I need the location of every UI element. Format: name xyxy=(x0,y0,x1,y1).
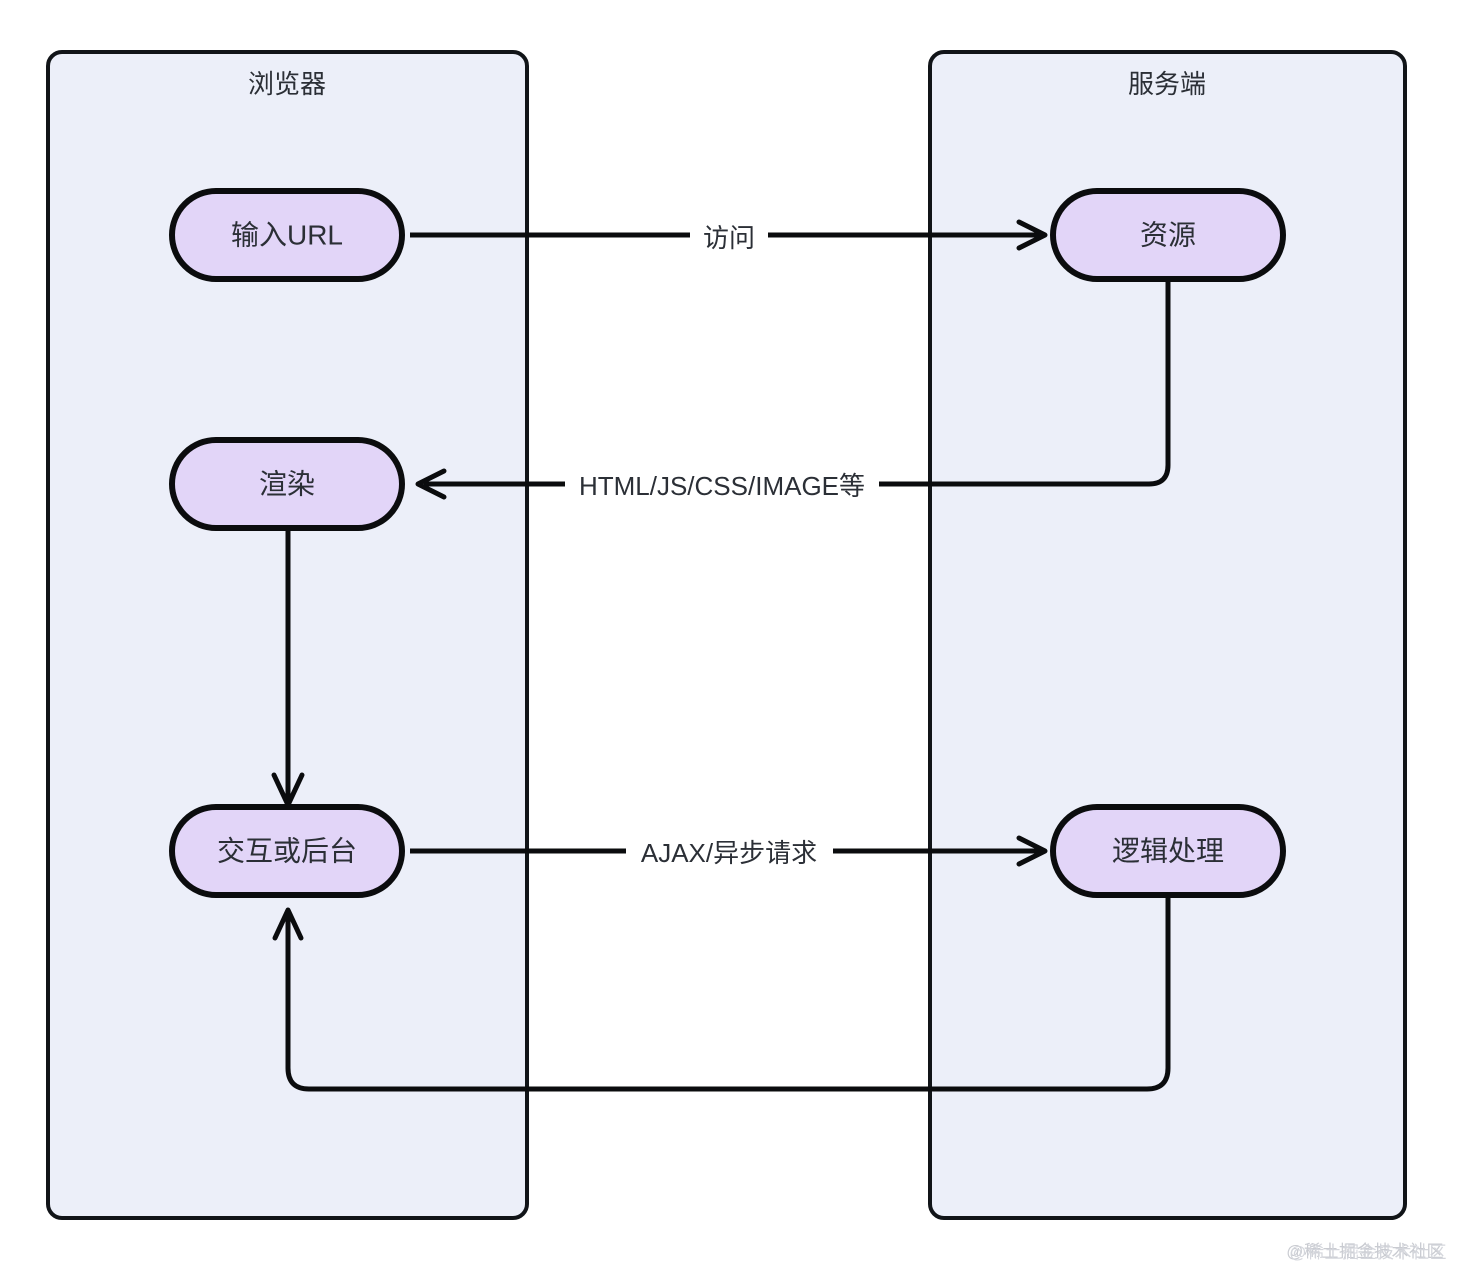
node-input-url-rect[interactable] xyxy=(169,188,405,282)
node-render-rect[interactable] xyxy=(169,437,405,531)
edge-label-ajax-text: AJAX/异步请求 xyxy=(641,838,817,868)
node-input-url[interactable]: 输入URL xyxy=(169,188,405,282)
cluster-server-title: 服务端 xyxy=(1128,69,1206,99)
cluster-server-rect xyxy=(928,50,1407,1220)
edge-label-assets-text: HTML/JS/CSS/IMAGE等 xyxy=(579,471,865,501)
node-render-label: 渲染 xyxy=(259,468,315,499)
watermark-text-duplicate: @稀土掘金技术社区 xyxy=(1289,1243,1447,1262)
node-logic-label: 逻辑处理 xyxy=(1112,835,1224,866)
edge-logic-back-arrowhead xyxy=(272,907,304,941)
edge-logic-back xyxy=(272,897,1171,1092)
node-input-url-label: 输入URL xyxy=(231,219,343,250)
node-logic[interactable]: 逻辑处理 xyxy=(1050,804,1286,898)
node-interaction[interactable]: 交互或后台 xyxy=(169,804,405,898)
node-resource-rect[interactable] xyxy=(1050,188,1286,282)
edge-label-assets-bg xyxy=(565,469,879,505)
edge-assets xyxy=(415,281,1171,500)
node-resource[interactable]: 资源 xyxy=(1050,188,1286,282)
node-interaction-rect[interactable] xyxy=(169,804,405,898)
node-resource-label: 资源 xyxy=(1140,219,1196,250)
edge-assets-arrowhead xyxy=(415,468,447,500)
edge-label-assets: HTML/JS/CSS/IMAGE等 xyxy=(565,469,879,505)
watermark: @稀土掘金技术社区 @稀土掘金技术社区 xyxy=(1286,1237,1447,1262)
edge-label-ajax-bg xyxy=(626,836,833,872)
edge-label-access: 访问 xyxy=(690,221,768,257)
edge-ajax-arrowhead xyxy=(1016,835,1048,867)
node-logic-rect[interactable] xyxy=(1050,804,1286,898)
edge-label-access-text: 访问 xyxy=(703,223,755,253)
node-render[interactable]: 渲染 xyxy=(169,437,405,531)
watermark-text: @稀土掘金技术社区 xyxy=(1286,1242,1444,1261)
node-interaction-label: 交互或后台 xyxy=(217,835,357,866)
edge-assets-path xyxy=(424,281,1171,487)
edge-label-access-bg xyxy=(690,221,768,257)
edge-label-ajax: AJAX/异步请求 xyxy=(626,836,833,872)
edge-logic-back-path xyxy=(285,897,1171,1092)
cluster-browser-title: 浏览器 xyxy=(248,69,326,99)
cluster-server: 服务端 xyxy=(928,50,1407,1220)
edge-access-arrowhead xyxy=(1016,219,1048,251)
